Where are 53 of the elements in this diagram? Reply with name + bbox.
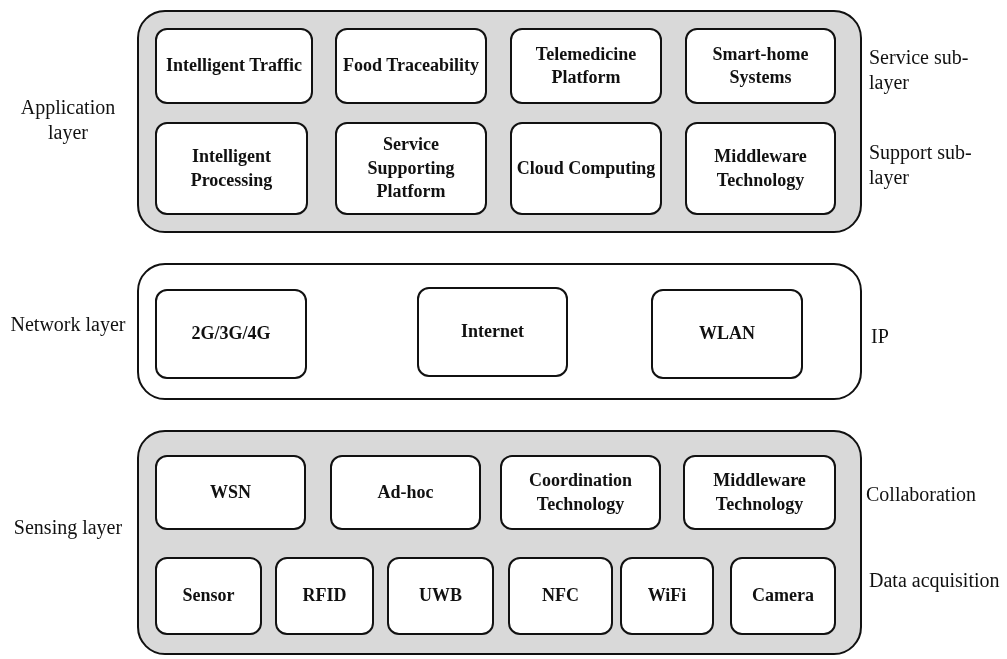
component-label: Food Traceability	[343, 54, 479, 78]
component-box	[685, 122, 836, 215]
component-box	[730, 557, 836, 635]
component-box	[417, 287, 568, 377]
layer-panel	[137, 430, 862, 655]
component-box	[508, 557, 613, 635]
component-box	[683, 455, 836, 530]
component-label: UWB	[419, 584, 462, 608]
component-label: WSN	[210, 480, 251, 504]
component-label: WLAN	[699, 322, 755, 346]
component-box	[387, 557, 494, 635]
component-label: Middleware Technology	[712, 469, 807, 516]
component-label: Cloud Computing	[516, 156, 656, 180]
component-label: 2G/3G/4G	[191, 322, 271, 346]
component-box	[155, 122, 308, 215]
component-label: Telemedicine Platform	[534, 42, 638, 89]
layer-label: Network layer	[9, 312, 127, 337]
component-box	[330, 455, 481, 530]
sub-layer-label: Collaboration	[866, 482, 977, 507]
component-box	[500, 455, 661, 530]
component-label: Smart-home Systems	[711, 42, 810, 89]
component-box	[510, 122, 662, 215]
component-box	[155, 28, 313, 104]
component-label: Sensor	[182, 584, 235, 608]
component-box	[155, 455, 306, 530]
component-label: Intelligent Traffic	[166, 54, 302, 78]
component-box	[275, 557, 374, 635]
component-label: Intelligent Processing	[189, 145, 274, 192]
component-label: Internet	[461, 320, 524, 344]
component-label: Middleware Technology	[713, 145, 808, 192]
component-label: NFC	[542, 584, 579, 608]
component-label: WiFi	[647, 584, 687, 608]
component-box	[651, 289, 803, 379]
sub-layer-label: IP	[871, 324, 890, 349]
sub-layer-label: Support sub-layer	[869, 140, 973, 190]
component-box	[155, 557, 262, 635]
component-label: Coordination Technology	[528, 469, 633, 516]
sub-layer-label: Service sub-layer	[869, 45, 970, 95]
layer-label: Application layer	[19, 95, 117, 145]
component-box	[685, 28, 836, 104]
component-box	[335, 28, 487, 104]
layer-label: Sensing layer	[12, 515, 124, 540]
component-label: Ad-hoc	[377, 480, 434, 504]
layer-panel	[137, 263, 862, 400]
component-box	[335, 122, 487, 215]
component-label: Camera	[752, 584, 814, 608]
component-box	[510, 28, 662, 104]
layer-panel	[137, 10, 862, 233]
component-box	[620, 557, 714, 635]
sub-layer-label: Data acquisition	[869, 568, 1001, 593]
component-label: RFID	[302, 584, 347, 608]
component-label: Service Supporting Platform	[366, 133, 456, 204]
component-box	[155, 289, 307, 379]
